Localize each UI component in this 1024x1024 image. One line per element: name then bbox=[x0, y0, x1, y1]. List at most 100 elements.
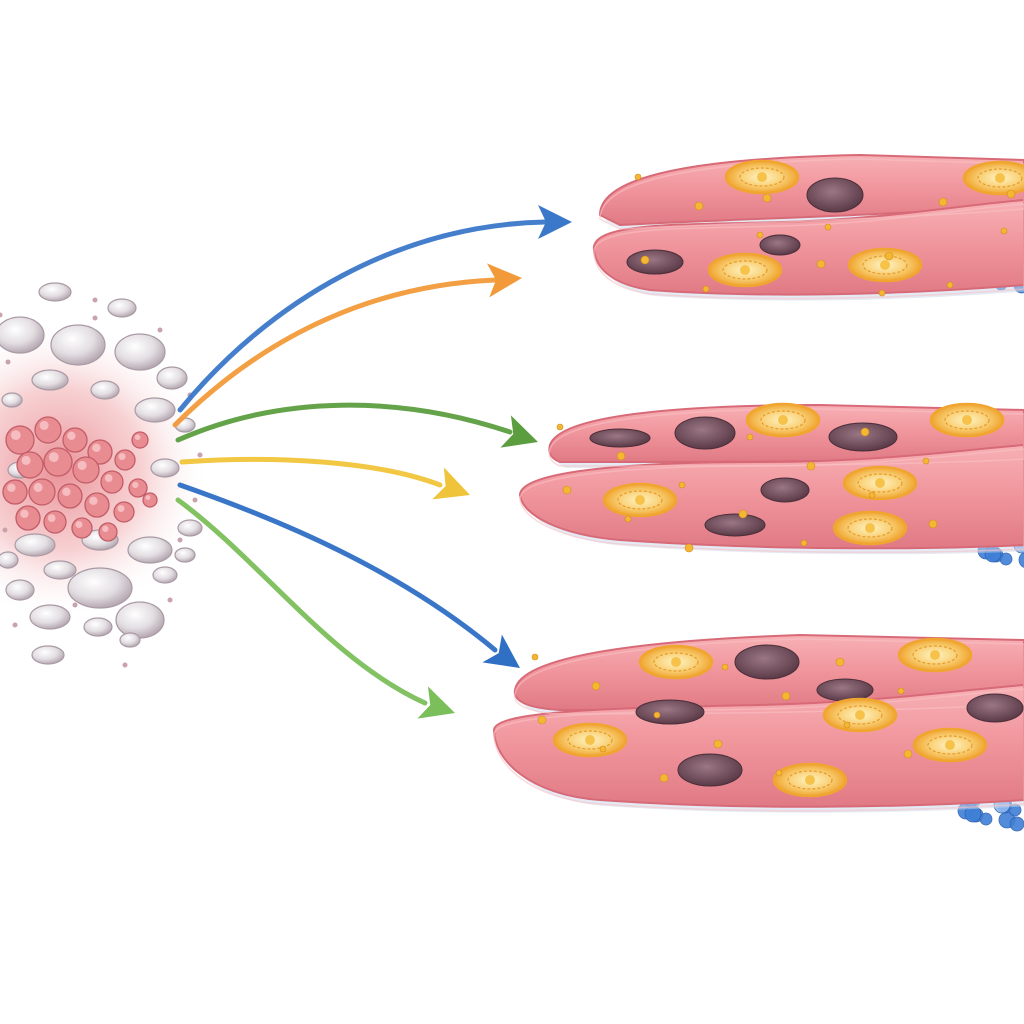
vesicle bbox=[0, 316, 45, 354]
debris-speck bbox=[72, 602, 78, 608]
granule bbox=[599, 745, 607, 753]
core-cell-highlight bbox=[92, 443, 101, 452]
arrow-head bbox=[538, 205, 572, 239]
granule bbox=[634, 173, 642, 181]
vesicle bbox=[43, 560, 77, 580]
nucleolus bbox=[855, 710, 865, 720]
granule bbox=[713, 739, 723, 749]
granule bbox=[624, 515, 632, 523]
vesicle bbox=[177, 519, 203, 537]
core-cell bbox=[128, 478, 148, 498]
differentiation-arrows bbox=[172, 205, 572, 719]
dark-inclusion bbox=[816, 678, 874, 702]
granule bbox=[756, 231, 764, 239]
nucleus bbox=[962, 160, 1024, 196]
granule bbox=[537, 715, 547, 725]
nucleolus bbox=[962, 415, 972, 425]
nucleus-ring bbox=[653, 652, 699, 672]
core-cell bbox=[15, 505, 41, 531]
granule bbox=[946, 281, 954, 289]
core-cell bbox=[5, 425, 35, 455]
core-cell bbox=[114, 449, 136, 471]
granule bbox=[678, 481, 686, 489]
nucleus-ring bbox=[847, 518, 893, 538]
granule bbox=[878, 289, 886, 297]
core-cell-highlight bbox=[10, 430, 21, 440]
arrow-head bbox=[417, 686, 455, 719]
debris-speck bbox=[5, 359, 11, 365]
debris-speck bbox=[92, 315, 98, 321]
dark-inclusion bbox=[677, 753, 743, 787]
nucleolus bbox=[635, 495, 645, 505]
nucleus-ring bbox=[722, 260, 768, 280]
granule bbox=[562, 485, 572, 495]
nucleolus bbox=[757, 172, 767, 182]
cell-cluster bbox=[0, 282, 210, 668]
connective-cell bbox=[979, 812, 993, 826]
core-cell-highlight bbox=[20, 509, 29, 518]
nucleolus bbox=[865, 523, 875, 533]
arrow-head bbox=[432, 467, 470, 500]
core-cell bbox=[84, 492, 110, 518]
core-cell bbox=[16, 451, 44, 479]
granule bbox=[824, 223, 832, 231]
core-cell bbox=[98, 522, 118, 542]
core-cell bbox=[34, 416, 62, 444]
core-cell-highlight bbox=[75, 521, 83, 528]
core-cell-highlight bbox=[145, 495, 151, 500]
core-cell-highlight bbox=[62, 487, 71, 496]
dark-inclusion bbox=[966, 693, 1024, 723]
granule bbox=[835, 657, 845, 667]
granule bbox=[843, 721, 851, 729]
granule bbox=[694, 201, 704, 211]
granule bbox=[640, 255, 650, 265]
vesicle bbox=[134, 397, 176, 423]
granule bbox=[897, 687, 905, 695]
connective-cell bbox=[999, 552, 1013, 566]
nucleolus bbox=[945, 740, 955, 750]
nucleus-ring bbox=[567, 730, 613, 750]
nucleolus bbox=[585, 735, 595, 745]
connective-cell bbox=[1009, 816, 1024, 832]
core-cell bbox=[71, 517, 93, 539]
nucleolus bbox=[880, 260, 890, 270]
granule bbox=[928, 519, 938, 529]
vesicle bbox=[5, 579, 35, 601]
arrow-shaft bbox=[177, 219, 548, 413]
arrow-shaft bbox=[175, 497, 428, 706]
nucleus-ring bbox=[837, 705, 883, 725]
nucleus-ring bbox=[857, 473, 903, 493]
vesicle bbox=[156, 366, 188, 390]
granule bbox=[775, 769, 783, 777]
muscle-bundle-bottom bbox=[492, 633, 1024, 832]
debris-speck bbox=[12, 622, 18, 628]
granule bbox=[806, 461, 816, 471]
debris-speck bbox=[2, 527, 8, 533]
granule bbox=[762, 193, 772, 203]
vesicle bbox=[14, 533, 56, 557]
debris-speck bbox=[177, 537, 183, 543]
fiber-highlight bbox=[519, 448, 1024, 554]
granule bbox=[721, 663, 729, 671]
vesicle bbox=[0, 551, 19, 569]
core-cell-highlight bbox=[33, 482, 43, 493]
granule bbox=[781, 691, 791, 701]
core-cell bbox=[113, 501, 135, 523]
arrow-head bbox=[486, 263, 522, 298]
core-cell bbox=[62, 427, 88, 453]
granule bbox=[556, 423, 564, 431]
debris-speck bbox=[122, 662, 128, 668]
debris-speck bbox=[192, 497, 198, 503]
core-cell-highlight bbox=[67, 431, 76, 440]
vesicle bbox=[31, 369, 69, 391]
granule bbox=[591, 681, 601, 691]
debris-speck bbox=[167, 597, 173, 603]
core-cell bbox=[131, 431, 149, 449]
dark-inclusion bbox=[806, 177, 864, 213]
nucleus-ring bbox=[944, 410, 990, 430]
vesicle bbox=[31, 645, 65, 665]
arrow-shaft bbox=[177, 482, 498, 653]
vesicle bbox=[50, 324, 106, 366]
fiber-highlight bbox=[514, 638, 1024, 715]
